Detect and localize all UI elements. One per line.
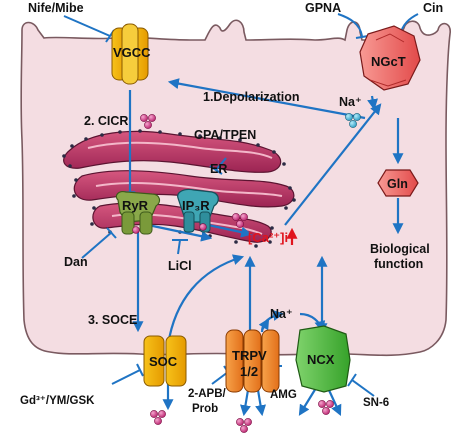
label-biological-2: function: [374, 257, 423, 271]
label-ca-i: [Ca²⁺]i: [248, 230, 288, 245]
label-gd-ym-gsk: Gd³⁺/YM/GSK: [20, 395, 95, 407]
label-gpna: GPNA: [305, 1, 341, 15]
label-amg: AMG: [270, 389, 297, 401]
label-ip3r: IP₃R: [182, 198, 210, 213]
cpa-inhib-line: [215, 157, 227, 171]
gpna-inhib-bar: [355, 35, 369, 39]
sn6-inhib-line: [351, 379, 375, 397]
gpna-inhib-line: [337, 13, 363, 37]
label-er: ER: [210, 162, 227, 176]
ryr-receptor: [115, 191, 161, 235]
apb-inhib-line: [211, 371, 229, 385]
label-na-mid: Na⁺: [270, 307, 293, 321]
dan-inhib-line: [81, 231, 113, 259]
trpv-influx-arrow-2: [255, 389, 266, 417]
ryr-release-arrow: [147, 223, 213, 242]
ncx-out-arrow: [298, 387, 317, 416]
calcium-ions: [132, 114, 334, 433]
label-na-top: Na⁺: [339, 95, 362, 109]
label-prob: Prob: [192, 403, 218, 415]
soc-to-ca-arrow: [166, 254, 245, 346]
ip3r-receptor: [177, 188, 219, 233]
label-ryr: RyR: [122, 198, 149, 213]
label-ngct: NGcT: [371, 54, 406, 69]
label-nife-mibe: Nife/Mibe: [28, 1, 84, 15]
ncx-in-arrow: [327, 387, 342, 416]
gd-inhib-line: [111, 369, 141, 385]
ngct-na-arrow: [367, 95, 378, 111]
sodium-ions: [345, 113, 361, 128]
depolarization-arrow: [167, 78, 366, 120]
signal-arrows: [124, 78, 404, 417]
soc-channel: [143, 335, 187, 387]
licl-inhib-line: [177, 239, 181, 255]
nife-inhib-line: [63, 15, 111, 37]
gd-inhib-bar: [136, 363, 144, 377]
label-sn6: SN-6: [363, 397, 389, 409]
ncx-exchanger: [295, 325, 351, 393]
vgcc-channel: [111, 23, 149, 85]
label-gln: Gln: [387, 177, 408, 191]
trpv-channel: [225, 329, 280, 393]
ip3r-release-arrow: [207, 223, 253, 238]
gln-hexagon: [377, 169, 419, 197]
inhibitor-bars: [63, 13, 419, 397]
label-ncx: NCX: [307, 352, 335, 367]
label-cicr: 2. CICR: [84, 114, 128, 128]
dan-inhib-bar: [106, 227, 117, 239]
label-soce: 3. SOCE: [88, 313, 137, 327]
ca-to-ngct-arrow: [284, 103, 382, 226]
label-2apb: 2-APB/: [188, 388, 227, 400]
cpa-inhib-bar: [209, 165, 223, 175]
label-vgcc: VGCC: [113, 45, 151, 60]
trpv-to-na-arrow: [260, 310, 285, 333]
label-trpv-2: 1/2: [240, 364, 258, 379]
label-soc: SOC: [149, 354, 178, 369]
label-biological-1: Biological: [370, 242, 430, 256]
trpv-influx-arrow-1: [240, 389, 251, 417]
label-cpa-tpen: CPA/TPEN: [194, 128, 256, 142]
label-licl: LiCl: [168, 259, 192, 273]
label-cin: Cin: [423, 1, 443, 15]
label-dan: Dan: [64, 255, 88, 269]
label-depolarization: 1.Depolarization: [203, 90, 300, 104]
sn6-inhib-bar: [347, 373, 357, 387]
ngct-transporter: [359, 25, 421, 91]
label-trpv-1: TRPV: [232, 348, 267, 363]
